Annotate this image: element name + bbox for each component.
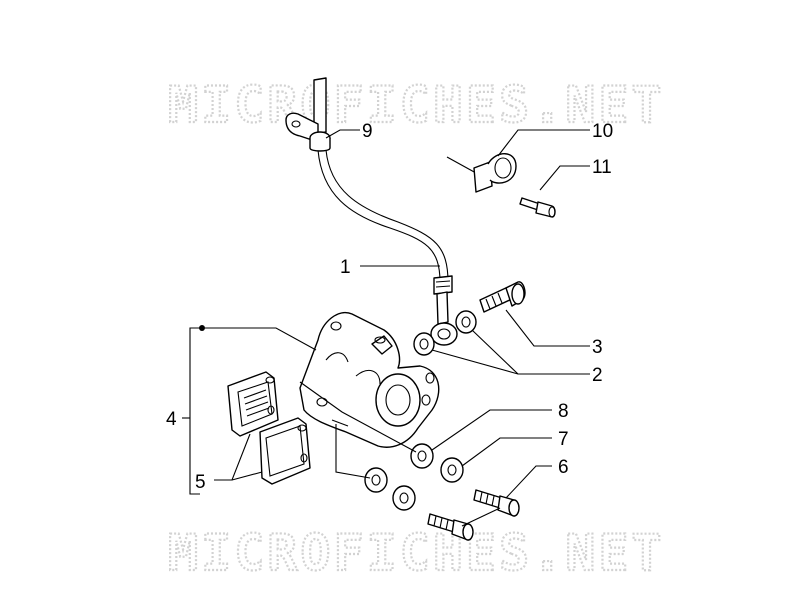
washer-8b — [364, 467, 388, 493]
brake-caliper — [299, 311, 440, 448]
washer-upper — [455, 310, 477, 334]
callout-6: 6 — [558, 457, 569, 478]
callout-2: 2 — [592, 365, 603, 386]
watermark-bottom: MICROFICHES.NET — [168, 524, 665, 582]
callout-11: 11 — [592, 157, 612, 178]
brake-hose — [285, 77, 458, 346]
callout-10: 10 — [592, 121, 613, 142]
hose-clamp — [446, 153, 517, 193]
washer-7 — [440, 457, 464, 483]
callout-7: 7 — [558, 429, 569, 450]
callout-5: 5 — [195, 472, 206, 493]
callout-3: 3 — [592, 337, 603, 358]
callout-9: 9 — [362, 121, 373, 142]
washer-lower — [413, 332, 435, 356]
caliper-bolt-lower — [427, 513, 474, 541]
callout-8: 8 — [558, 401, 569, 422]
callout-1: 1 — [340, 257, 351, 278]
callout-4: 4 — [166, 409, 177, 430]
watermark-top: MICROFICHES.NET — [168, 76, 665, 134]
brake-pad-rear — [227, 371, 279, 437]
leader-lines — [182, 129, 590, 527]
banjo-bolt — [479, 281, 526, 313]
leader-dot — [199, 325, 205, 331]
clamp-screw — [519, 197, 556, 218]
washer-8 — [410, 443, 434, 469]
caliper-bolt-upper — [473, 489, 520, 517]
washer-7b — [392, 485, 416, 511]
brake-pad-front — [259, 417, 311, 485]
